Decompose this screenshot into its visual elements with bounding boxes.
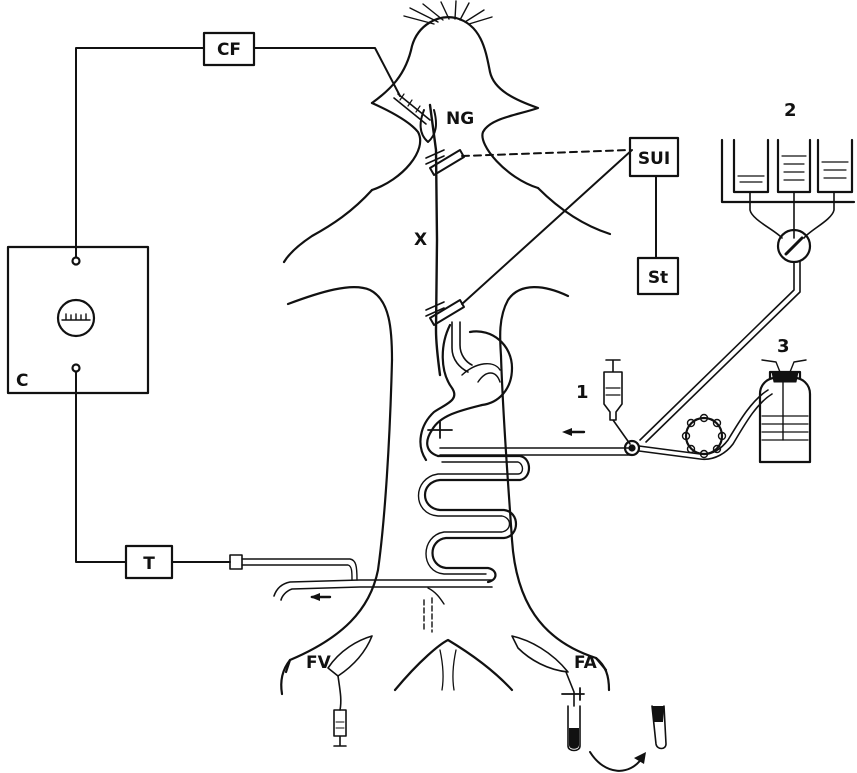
left-circuit: [8, 33, 400, 580]
bottle-stopper: [772, 372, 798, 382]
peristaltic-pump: [686, 418, 722, 454]
bottle-3: [760, 372, 810, 462]
pump-tube: [639, 390, 772, 459]
nerve-line: [430, 105, 440, 375]
c-label: C: [16, 371, 28, 391]
outflow-arrowhead: [310, 593, 320, 601]
x-label: X: [414, 230, 427, 250]
number-1-label: 1: [576, 382, 589, 403]
probe-tube: [242, 559, 357, 580]
bottle-fluid: [762, 416, 808, 440]
wire-to-cf: [76, 48, 204, 257]
torso-left: [286, 360, 392, 672]
esophagus: [452, 322, 472, 372]
intestine-outer: [425, 456, 529, 582]
femoral-vessels: [328, 636, 666, 771]
syringe-1-fluid: [606, 388, 620, 395]
lower-shoulder-left: [288, 287, 392, 360]
reservoir-fluid: [738, 156, 848, 182]
gut-clamp: [428, 422, 452, 438]
terminal-top: [73, 258, 80, 265]
terminal-bottom: [73, 365, 80, 372]
inflow-arrowhead: [562, 428, 572, 436]
groin-center: [440, 650, 456, 690]
body-outline: [281, 1, 610, 694]
upper-arm-right: [538, 188, 610, 234]
test-tube-1-blood: [569, 728, 579, 749]
sui-label: SUI: [638, 149, 670, 169]
fa-cannula: [566, 672, 574, 706]
fv-syringe-fluid: [336, 722, 344, 728]
vagus-nerve: [394, 94, 464, 375]
torso-right: [501, 356, 606, 670]
wire-to-t: [76, 372, 126, 562]
perfusion-supply: [562, 140, 854, 462]
wire-cf-to-ganglion: [254, 48, 400, 96]
leg-right-outer: [596, 658, 609, 690]
fv-label: FV: [306, 653, 332, 673]
head-hairs: [404, 1, 492, 24]
gut: [274, 322, 630, 632]
head-outline-left: [372, 103, 420, 190]
syringe-1: [604, 360, 630, 444]
number-2-label: 2: [784, 100, 797, 121]
meter-scale: [62, 314, 90, 320]
ng-label: NG: [446, 109, 474, 129]
valve-handle: [786, 238, 802, 254]
number-3-label: 3: [777, 336, 790, 357]
junction-center: [630, 446, 635, 451]
supply-line: [640, 262, 800, 442]
fv-cannula: [338, 676, 341, 710]
test-tube-2-blood: [652, 706, 664, 722]
fv-vessel: [328, 636, 372, 676]
lower-shoulder-right: [500, 287, 568, 356]
t-label: T: [143, 554, 155, 574]
wire-sui-to-lower-electrode: [462, 150, 632, 304]
upper-arm-left: [284, 190, 372, 262]
perfusion-inlet-tube: [440, 448, 630, 455]
temp-probe: [230, 555, 242, 569]
vena-portae-tip: [428, 588, 444, 604]
recording-electrode: [394, 94, 430, 124]
transfer-arrow: [590, 752, 642, 771]
cf-label: CF: [217, 40, 241, 60]
effluent-tube: [274, 580, 492, 600]
vena-portae-cannula: [424, 598, 432, 632]
st-label: St: [648, 268, 668, 288]
stomach-inner: [462, 364, 500, 382]
pump-rollers: [683, 415, 726, 458]
fa-label: FA: [574, 653, 598, 673]
